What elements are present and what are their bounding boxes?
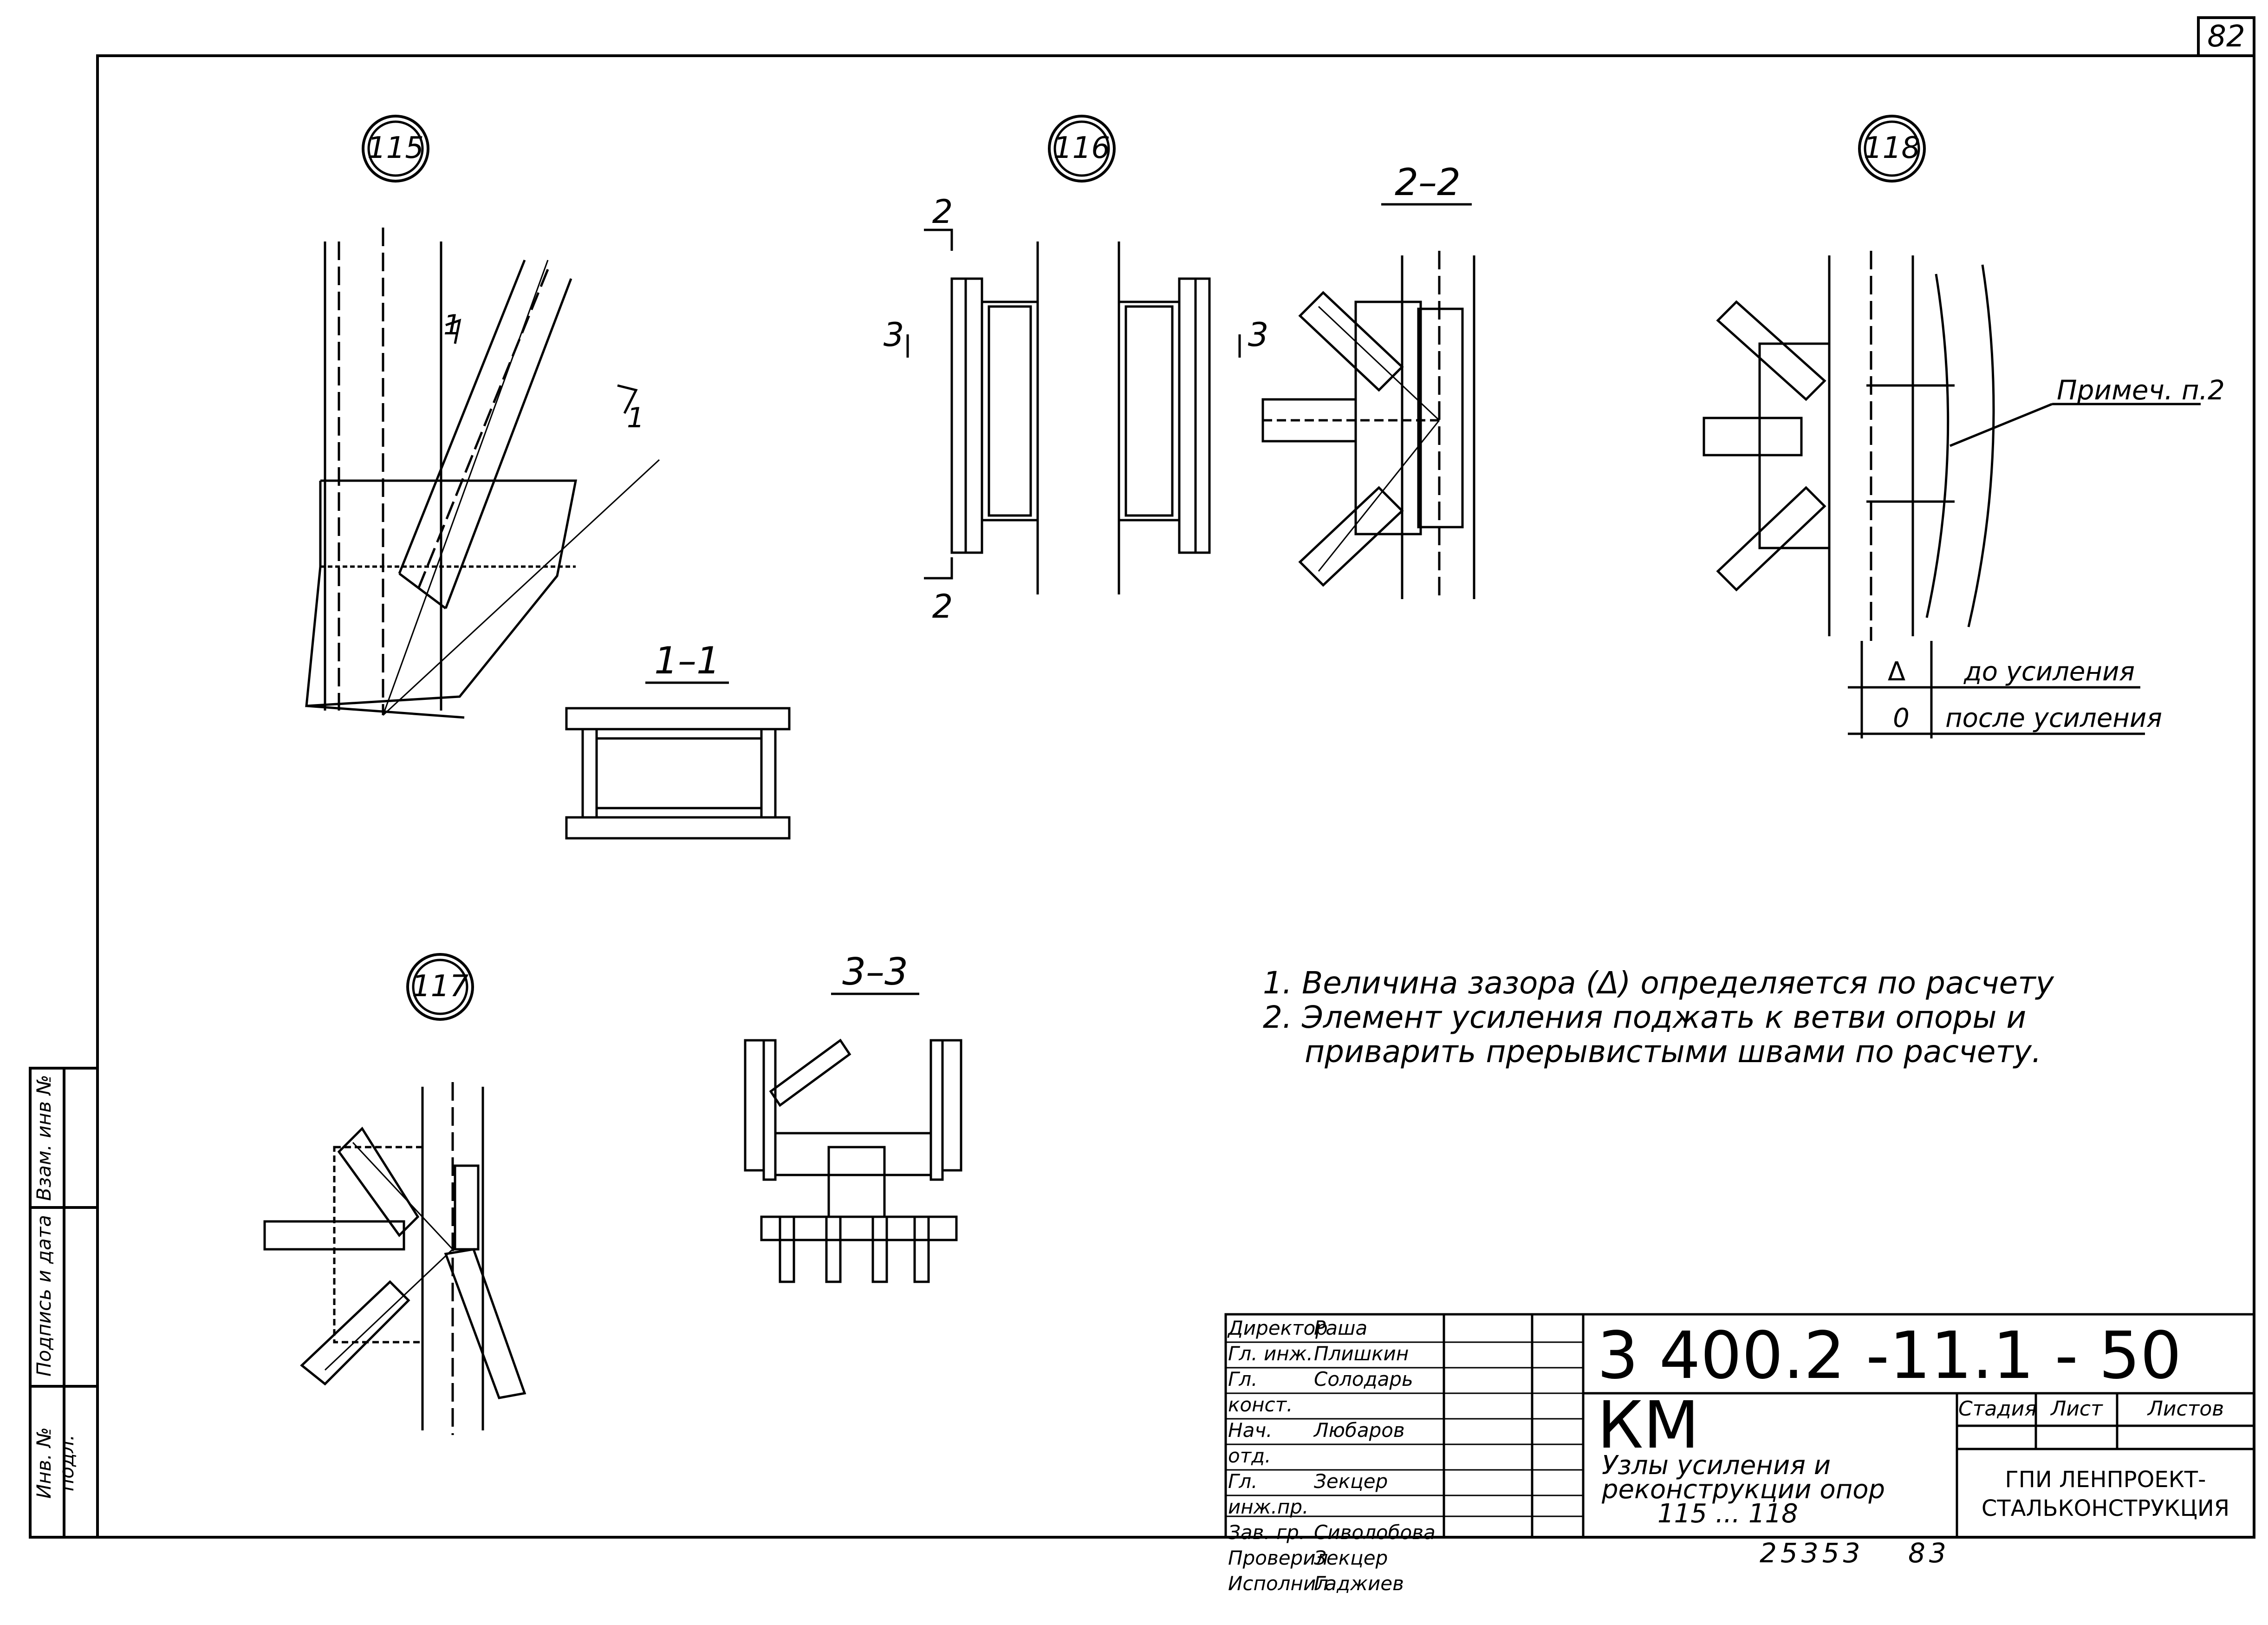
side-stamp [29, 1067, 99, 1539]
node-118-label: 118 [1864, 131, 1920, 165]
sheets-header: Листов [2147, 1397, 2224, 1421]
role: Гл. конст. [1228, 1368, 1293, 1416]
section-2-2-title: 2–2 [1395, 161, 1461, 204]
person-row: Зав. гр. Сиволобова [1228, 1520, 1446, 1545]
org-line-1: ГПИ ЛЕНПРОЕКТ- [2005, 1467, 2206, 1493]
section-1-1-drawing [565, 707, 791, 840]
drawing-code: 3 400.2 -11.1 - 50 КМ [1597, 1318, 2182, 1463]
side-stamp-inv: Инв. № подл. [32, 1427, 78, 1499]
sheet-header: Лист [2051, 1397, 2103, 1421]
zero-value: 0 [1893, 703, 1910, 733]
desc-line-3: 115 ... 118 [1657, 1499, 1798, 1529]
section-3-3-title: 3–3 [842, 950, 908, 993]
section-2-2-drawing [1261, 251, 1475, 601]
after-reinforcement: после усиления [1945, 703, 2162, 733]
node-116-label: 116 [1053, 131, 1110, 165]
sheet-frame [96, 54, 2255, 1539]
sheet-number-box [2197, 16, 2255, 57]
drawing-description: Узлы усиления и реконструкции опор 115 .… [1602, 1450, 1955, 1529]
person-row: Гл. инж.пр.Зекцер [1228, 1468, 1446, 1520]
section-mark-2a: 2 [932, 193, 953, 231]
detail-117 [263, 953, 526, 1435]
name: Раша [1314, 1317, 1368, 1339]
section-mark-1a: 1 [443, 309, 461, 341]
stage-header: Стадия [1958, 1397, 2037, 1421]
notes: 1. Величина зазора (Δ) определяется по р… [1263, 966, 2191, 1069]
section-mark-1b: 1 [627, 402, 644, 434]
section-mark-3a: 3 [884, 316, 904, 354]
section-mark-2b: 2 [932, 587, 953, 626]
role: Гл. инж. [1228, 1342, 1313, 1365]
side-stamp-vzam: Взам. инв № [32, 1075, 55, 1201]
org-line-2: СТАЛЬКОНСТРУКЦИЯ [1981, 1495, 2230, 1521]
person-row: Нач. отд. Любаров [1228, 1417, 1446, 1468]
desc-line-1: Узлы усиления и [1602, 1450, 1831, 1481]
desc-line-2: реконструкции опор [1602, 1475, 1885, 1505]
name: Зекцер [1314, 1470, 1388, 1493]
note-reference: Примеч. п.2 [2057, 374, 2225, 406]
role: Зав. гр. [1228, 1521, 1306, 1544]
note-1: 1. Величина зазора (Δ) определяется по р… [1263, 965, 2054, 1001]
role: Нач. отд. [1228, 1419, 1273, 1467]
name: Зекцер [1314, 1547, 1388, 1569]
archive-sheet: 83 [1908, 1537, 1950, 1569]
node-115-label: 115 [367, 131, 424, 165]
note-2: 2. Элемент усиления поджать к ветви опор… [1263, 999, 2027, 1035]
role: Гл. инж.пр. [1228, 1470, 1309, 1518]
role: Директор [1228, 1317, 1328, 1339]
note-3: приварить прерывистыми швами по расчету. [1305, 1034, 2041, 1070]
section-3-3-drawing [744, 1038, 962, 1283]
sheet-number: 82 [2207, 20, 2245, 54]
section-1-1-title: 1–1 [654, 639, 720, 682]
person-row: Гл. инж.Плишкин [1228, 1341, 1446, 1366]
detail-116 [906, 115, 1241, 594]
delta-symbol: Δ [1888, 657, 1905, 687]
name: Сиволобова [1314, 1521, 1436, 1544]
title-block [1224, 1313, 2255, 1539]
side-stamp-podpis: Подпись и дата [32, 1215, 55, 1377]
detail-115 [305, 115, 660, 719]
organization: ГПИ ЛЕНПРОЕКТ- СТАЛЬКОНСТРУКЦИЯ [1959, 1465, 2252, 1523]
detail-118 [1703, 115, 2201, 738]
before-reinforcement: до усиления [1963, 657, 2135, 687]
person-row: Гл. конст. Солодарь [1228, 1366, 1446, 1417]
role: Исполнил [1228, 1572, 1329, 1595]
section-mark-3b: 3 [1248, 316, 1269, 354]
name: Солодарь [1314, 1368, 1413, 1390]
role: Проверил [1228, 1547, 1328, 1569]
name: Любаров [1314, 1419, 1405, 1442]
node-117-label: 117 [412, 969, 468, 1004]
name: Гаджиев [1314, 1572, 1404, 1595]
name: Плишкин [1314, 1342, 1409, 1365]
archive-number: 25353 [1760, 1537, 1864, 1569]
